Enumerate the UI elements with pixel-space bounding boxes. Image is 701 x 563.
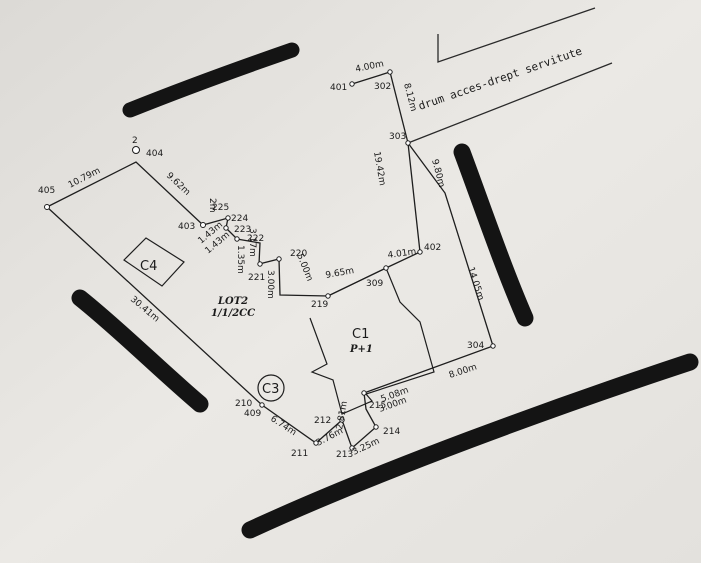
- road-edge-bottom: [407, 62, 613, 144]
- point-405-label: 405: [38, 186, 55, 196]
- lot-label-line2: 1/1/2CC: [211, 308, 255, 319]
- building-c4-label: C4: [140, 259, 157, 274]
- point-401-label: 401: [330, 83, 347, 93]
- lot-boundary: [46, 71, 494, 450]
- point-225-label: 225: [212, 203, 229, 213]
- marker-211: [313, 440, 319, 446]
- marker-213: [349, 445, 355, 451]
- lot-label-line1: LOT2: [217, 296, 248, 307]
- marker-304: [490, 343, 496, 349]
- point-215-label: 215: [369, 401, 386, 411]
- dim-213-212: 2.81m: [335, 400, 350, 430]
- road-edge-top: [437, 7, 596, 63]
- point-220-label: 220: [290, 249, 307, 259]
- point-214-label: 214: [383, 427, 400, 437]
- marker-302: [387, 69, 393, 75]
- point-markers: [44, 69, 496, 451]
- building-c1-height: P+1: [349, 344, 373, 355]
- building-c3-label: C3: [262, 382, 279, 397]
- marker-403: [200, 222, 206, 228]
- point-2-label: 2: [132, 136, 138, 146]
- building-c3-outline: [257, 374, 285, 402]
- marker-220: [276, 256, 282, 262]
- dim-219-309: 9.65m: [325, 266, 355, 281]
- marker-2: [132, 146, 140, 154]
- dim-221-side: 1.35m: [235, 245, 245, 274]
- point-303-label: 303: [389, 132, 406, 142]
- point-211-label: 211: [291, 449, 308, 459]
- marker-221: [257, 261, 263, 267]
- boundary-east: [363, 142, 494, 394]
- point-221-label: 221: [248, 273, 265, 283]
- marker-stroke-top: [122, 42, 300, 118]
- point-302-label: 302: [374, 82, 391, 92]
- marker-redactions: [71, 42, 699, 539]
- marker-219: [325, 293, 331, 299]
- marker-214: [373, 424, 379, 430]
- point-labels: 2 404 405 403 225 224 223 222 221 220 21…: [38, 82, 484, 460]
- point-224-label: 224: [231, 214, 248, 224]
- point-223-label: 223: [234, 225, 251, 235]
- marker-409: [259, 402, 265, 408]
- boundary-north: [46, 71, 421, 297]
- point-404-label: 404: [146, 149, 163, 159]
- point-304-label: 304: [467, 341, 484, 351]
- point-210-label: 210: [235, 399, 252, 409]
- point-403-label: 403: [178, 222, 195, 232]
- marker-405: [44, 204, 50, 210]
- access-road: [407, 7, 613, 144]
- marker-401: [349, 81, 355, 87]
- marker-215: [361, 390, 367, 396]
- point-222-label: 222: [247, 234, 264, 244]
- marker-309: [383, 265, 389, 271]
- marker-212: [339, 417, 345, 423]
- marker-223: [223, 225, 229, 231]
- building-c4-outline: [123, 237, 185, 287]
- building-c1-outline: [309, 267, 435, 415]
- dim-225: 2m: [207, 198, 217, 213]
- boundary-south: [46, 206, 377, 450]
- building-c1-label: C1: [352, 327, 369, 342]
- dim-221-220: 3.00m: [265, 270, 275, 299]
- dim-222-221: 3.17m: [247, 228, 257, 257]
- marker-222: [234, 236, 240, 242]
- marker-stroke-bottom: [241, 353, 699, 539]
- point-213-label: 213: [336, 450, 353, 460]
- marker-402: [417, 249, 423, 255]
- dim-309-402: 4.01m: [387, 247, 417, 261]
- marker-stroke-left: [71, 289, 209, 413]
- point-402-label: 402: [424, 243, 441, 253]
- point-219-label: 219: [311, 300, 328, 310]
- point-212-label: 212: [314, 416, 331, 426]
- marker-stroke-right: [453, 143, 534, 327]
- point-309-label: 309: [366, 279, 383, 289]
- point-409-label: 409: [244, 409, 261, 419]
- marker-224: [225, 215, 231, 221]
- marker-303: [405, 140, 411, 146]
